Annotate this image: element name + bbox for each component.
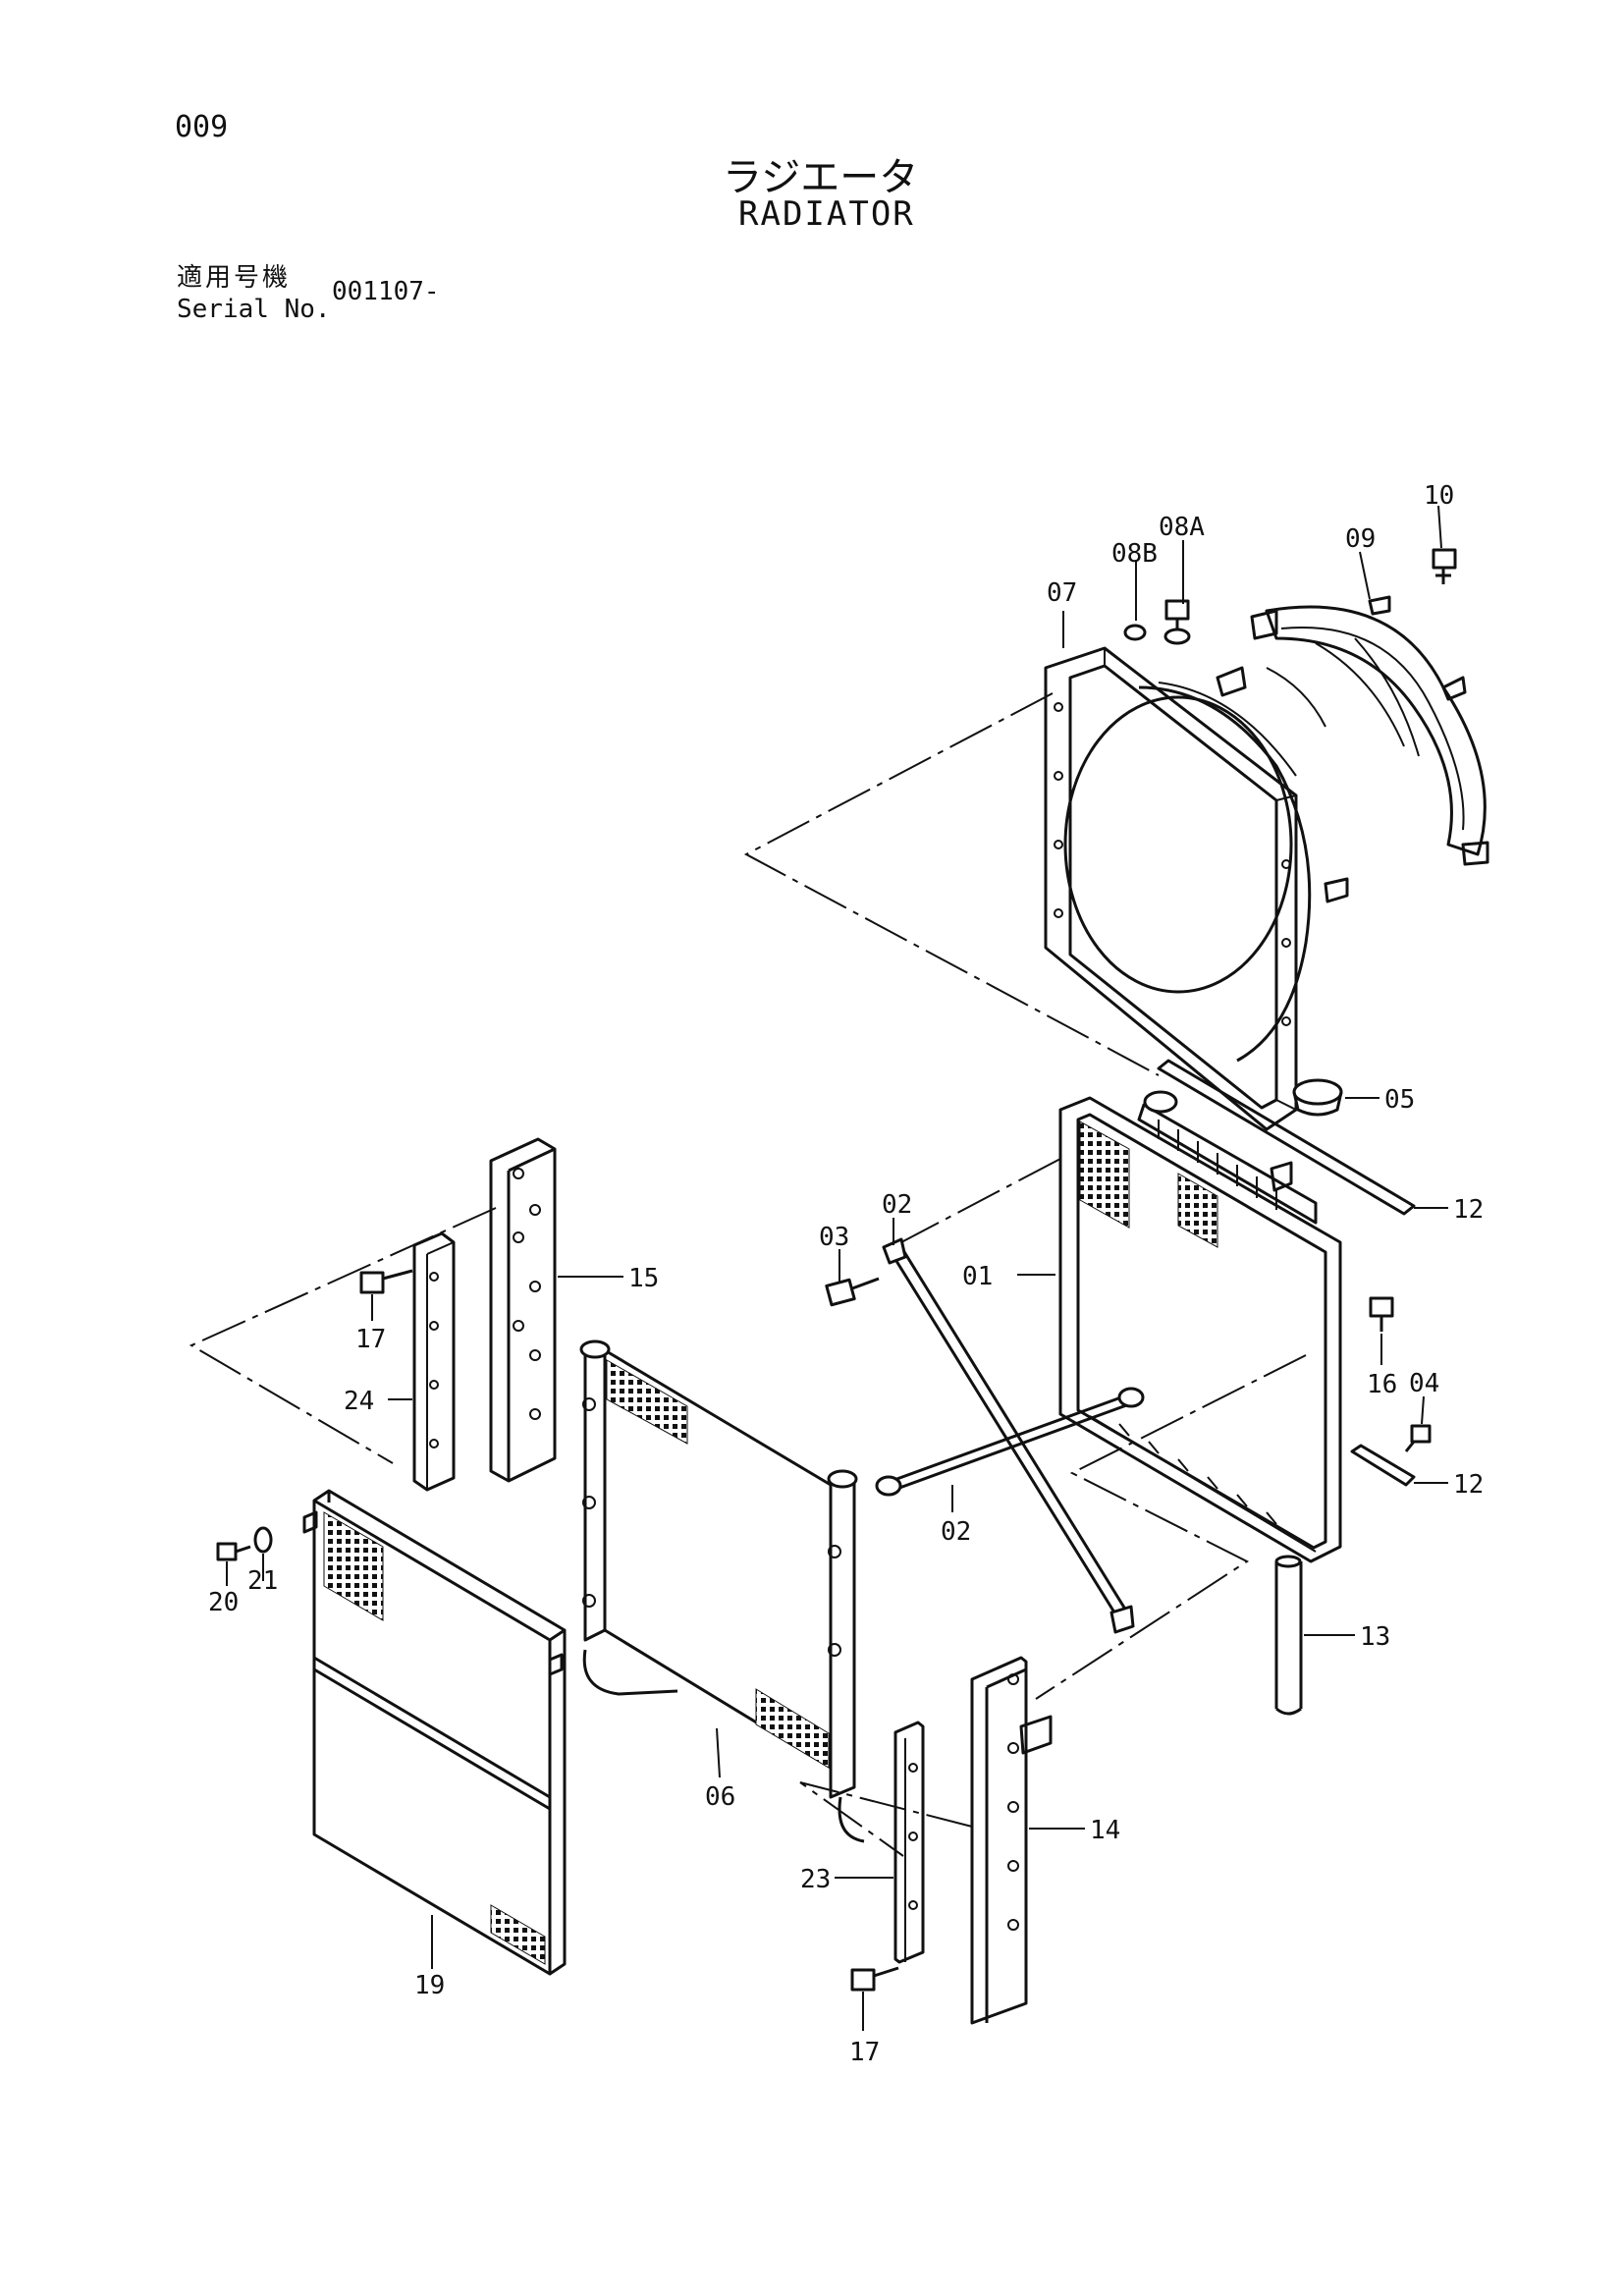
bolt-10-part [1432,548,1457,584]
leader-lines [226,505,1448,2031]
seal-strip-12-lower [1350,1444,1416,1487]
fan-guard-part [1250,595,1489,866]
callout-05: 05 [1384,1085,1415,1115]
radiator-core-part [1058,1090,1342,1563]
fan-shroud-part [1044,646,1349,1131]
callout-03: 03 [819,1223,849,1252]
radiator-cap-part [1292,1078,1343,1117]
washer-21-part [253,1526,273,1554]
bolt-04-part [1404,1424,1432,1452]
serial-number-value: 001107- [332,277,440,306]
bolt-08a-part [1163,599,1191,645]
serial-label-japanese: 適用号機 [177,263,292,293]
bolt-17-lower-part [850,1966,899,1992]
title-japanese: ラジエータ [723,155,919,200]
stay-rod-02-horizontal [875,1387,1145,1497]
callout-09: 09 [1345,524,1376,554]
bracket-14-part [970,1656,1053,2025]
callout-08b: 08B [1111,539,1158,569]
callout-19: 19 [414,1971,445,2000]
callout-10: 10 [1424,481,1454,511]
callout-12-lower: 12 [1453,1470,1484,1500]
bolt-16-part [1369,1296,1394,1332]
callout-17-lower: 17 [849,2038,880,2067]
callout-08a: 08A [1159,513,1205,542]
washer-08b-part [1123,624,1147,641]
bolt-17-upper-part [359,1269,413,1294]
callout-16: 16 [1367,1370,1397,1399]
callout-17-upper: 17 [355,1325,386,1354]
serial-label-english: Serial No. [177,295,331,324]
hose-13-part [1274,1555,1303,1716]
callout-15: 15 [628,1264,659,1293]
callout-12-upper: 12 [1453,1195,1484,1225]
bolt-03-part [825,1277,880,1307]
callout-02-upper: 02 [882,1190,912,1220]
callout-21: 21 [247,1566,278,1596]
callout-20: 20 [208,1588,239,1617]
bracket-15-part [489,1137,557,1483]
callout-04: 04 [1409,1369,1439,1398]
stay-rod-02-diagonal [882,1237,1135,1634]
callout-24: 24 [344,1387,374,1416]
callout-13: 13 [1360,1622,1390,1652]
screen-19-part [302,1489,567,1976]
callout-07: 07 [1047,578,1077,608]
callout-23: 23 [800,1865,831,1894]
page-code: 009 [175,110,229,144]
callout-02-lower: 02 [941,1517,971,1547]
plate-24-part [412,1231,456,1492]
oil-cooler-part [579,1339,865,1843]
seal-strip-12-upper [1157,1059,1416,1216]
assembly-guide-lines [189,692,1307,1857]
plate-23-part [893,1721,925,1964]
bolt-20-part [216,1542,251,1561]
callout-01: 01 [962,1262,993,1291]
callout-14: 14 [1090,1816,1120,1845]
callout-06: 06 [705,1782,735,1812]
title-english: RADIATOR [738,194,915,234]
